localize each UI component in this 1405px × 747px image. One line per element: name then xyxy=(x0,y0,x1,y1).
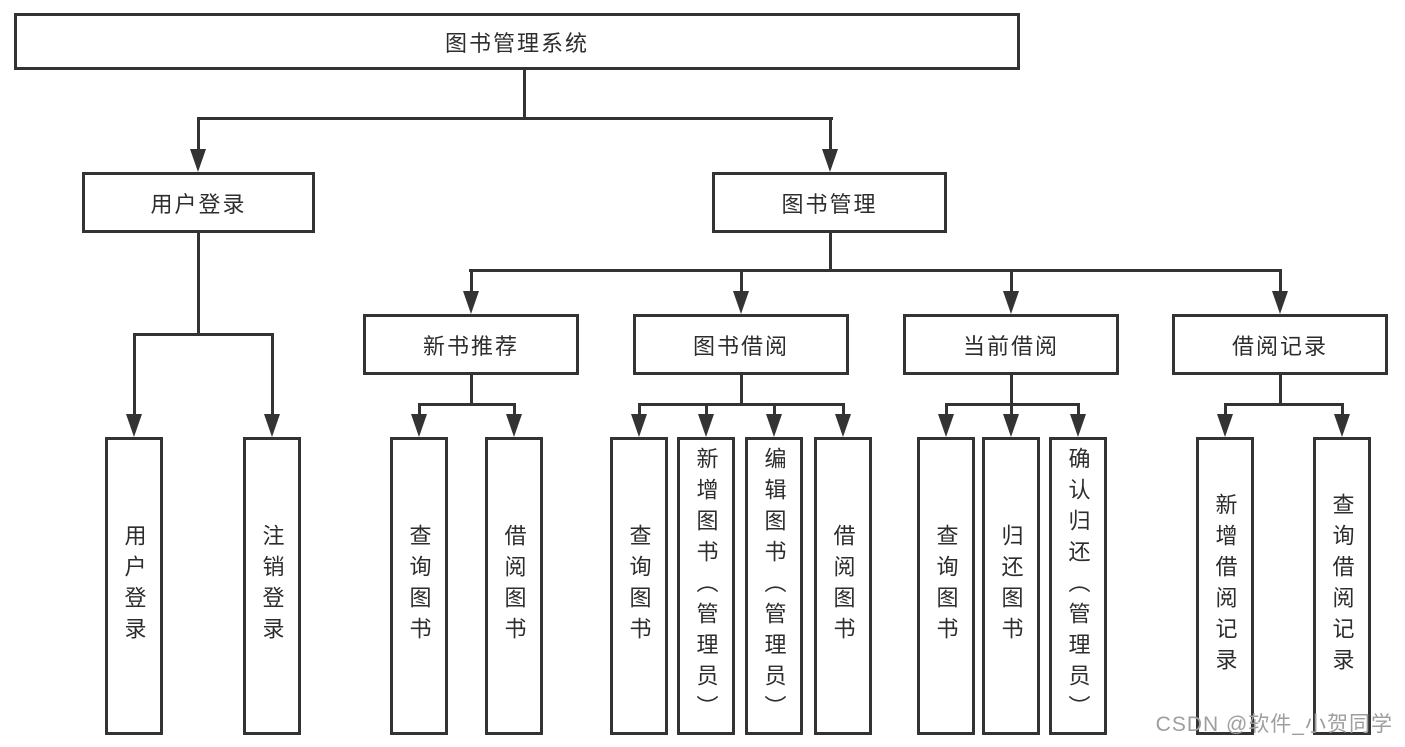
leaf-return-books: 归还图书 xyxy=(982,437,1040,735)
leaf-query-books-2: 查询图书 xyxy=(610,437,668,735)
leaf-label: 查询借阅记录 xyxy=(1329,493,1355,679)
arrow-down-icon xyxy=(506,414,522,437)
arrow-down-icon xyxy=(264,414,280,437)
arrow-down-icon xyxy=(1003,414,1019,437)
connector-stem xyxy=(418,403,421,417)
connector-stem xyxy=(1341,403,1344,417)
connector-stem xyxy=(271,333,274,416)
connector-stem xyxy=(945,403,948,417)
leaf-add-books-admin: 新增图书（管理员） xyxy=(677,437,735,735)
node-label: 借阅记录 xyxy=(1231,333,1328,359)
leaf-confirm-return-admin: 确认归还（管理员） xyxy=(1049,437,1107,735)
connector-trunk xyxy=(197,233,200,336)
leaf-label: 借阅图书 xyxy=(501,524,527,648)
connector-stem xyxy=(1279,269,1282,293)
leaf-edit-books-admin: 编辑图书（管理员） xyxy=(745,437,803,735)
leaf-label: 确认归还（管理员） xyxy=(1065,446,1091,726)
node-user-login: 用户登录 xyxy=(82,172,315,233)
arrow-down-icon xyxy=(1217,414,1233,437)
arrow-down-icon xyxy=(1272,291,1288,314)
connector-level2-bar xyxy=(469,269,1281,272)
connector-stem xyxy=(638,403,641,417)
leaf-label: 新增图书（管理员） xyxy=(693,446,719,726)
connector-stem xyxy=(773,403,776,417)
arrow-down-icon xyxy=(1003,291,1019,314)
connector-root-trunk xyxy=(523,69,526,119)
connector-bar xyxy=(1224,403,1343,406)
node-label: 用户登录 xyxy=(150,191,247,217)
connector-stem xyxy=(829,117,832,151)
arrow-down-icon xyxy=(1334,414,1350,437)
leaf-label: 用户登录 xyxy=(121,524,147,648)
leaf-label: 归还图书 xyxy=(998,524,1024,648)
arrow-down-icon xyxy=(822,149,838,172)
node-new-book-recommend: 新书推荐 xyxy=(363,314,579,375)
arrow-down-icon xyxy=(835,414,851,437)
connector-stem xyxy=(197,117,200,151)
leaf-label: 借阅图书 xyxy=(830,524,856,648)
leaf-logout: 注销登录 xyxy=(243,437,301,735)
node-label: 图书借阅 xyxy=(692,333,789,359)
leaf-user-login: 用户登录 xyxy=(105,437,163,735)
connector-stem xyxy=(513,403,516,417)
leaf-label: 新增借阅记录 xyxy=(1212,493,1238,679)
arrow-down-icon xyxy=(126,414,142,437)
node-root-label: 图书管理系统 xyxy=(444,30,589,56)
node-book-management: 图书管理 xyxy=(712,172,947,233)
connector-stem xyxy=(1077,403,1080,417)
leaf-query-books: 查询图书 xyxy=(390,437,448,735)
node-label: 当前借阅 xyxy=(962,333,1059,359)
leaf-borrow-books: 借阅图书 xyxy=(485,437,543,735)
arrow-down-icon xyxy=(766,414,782,437)
watermark: CSDN @软件_小贺同学 xyxy=(1155,713,1393,736)
connector-trunk xyxy=(1010,375,1013,406)
node-label: 新书推荐 xyxy=(422,333,519,359)
leaf-label: 查询图书 xyxy=(406,524,432,648)
arrow-down-icon xyxy=(631,414,647,437)
leaf-label: 编辑图书（管理员） xyxy=(761,446,787,726)
connector-bar xyxy=(133,333,274,336)
arrow-down-icon xyxy=(733,291,749,314)
leaf-borrow-books-2: 借阅图书 xyxy=(814,437,872,735)
leaf-add-borrow-record: 新增借阅记录 xyxy=(1196,437,1254,735)
connector-stem xyxy=(470,269,473,293)
connector-bar xyxy=(418,403,515,406)
node-label: 图书管理 xyxy=(781,191,878,217)
arrow-down-icon xyxy=(463,291,479,314)
node-current-borrowing: 当前借阅 xyxy=(903,314,1119,375)
connector-stem xyxy=(1010,403,1013,417)
leaf-query-borrow-record: 查询借阅记录 xyxy=(1313,437,1371,735)
node-book-borrowing: 图书借阅 xyxy=(633,314,849,375)
arrow-down-icon xyxy=(698,414,714,437)
connector-level1-bar xyxy=(197,117,833,120)
node-root: 图书管理系统 xyxy=(14,13,1020,70)
arrow-down-icon xyxy=(411,414,427,437)
connector-stem xyxy=(133,333,136,416)
connector-trunk xyxy=(470,375,473,406)
leaf-label: 查询图书 xyxy=(626,524,652,648)
node-borrowing-records: 借阅记录 xyxy=(1172,314,1388,375)
arrow-down-icon xyxy=(1070,414,1086,437)
connector-stem xyxy=(1010,269,1013,293)
leaf-label: 注销登录 xyxy=(259,524,285,648)
connector-trunk xyxy=(740,375,743,406)
connector-bar xyxy=(638,403,844,406)
leaf-label: 查询图书 xyxy=(933,524,959,648)
connector-stem xyxy=(705,403,708,417)
arrow-down-icon xyxy=(190,149,206,172)
arrow-down-icon xyxy=(938,414,954,437)
connector-stem xyxy=(1224,403,1227,417)
connector-stem xyxy=(740,269,743,293)
connector-stem xyxy=(842,403,845,417)
connector-trunk xyxy=(829,233,832,271)
connector-trunk xyxy=(1279,375,1282,406)
leaf-query-books-3: 查询图书 xyxy=(917,437,975,735)
